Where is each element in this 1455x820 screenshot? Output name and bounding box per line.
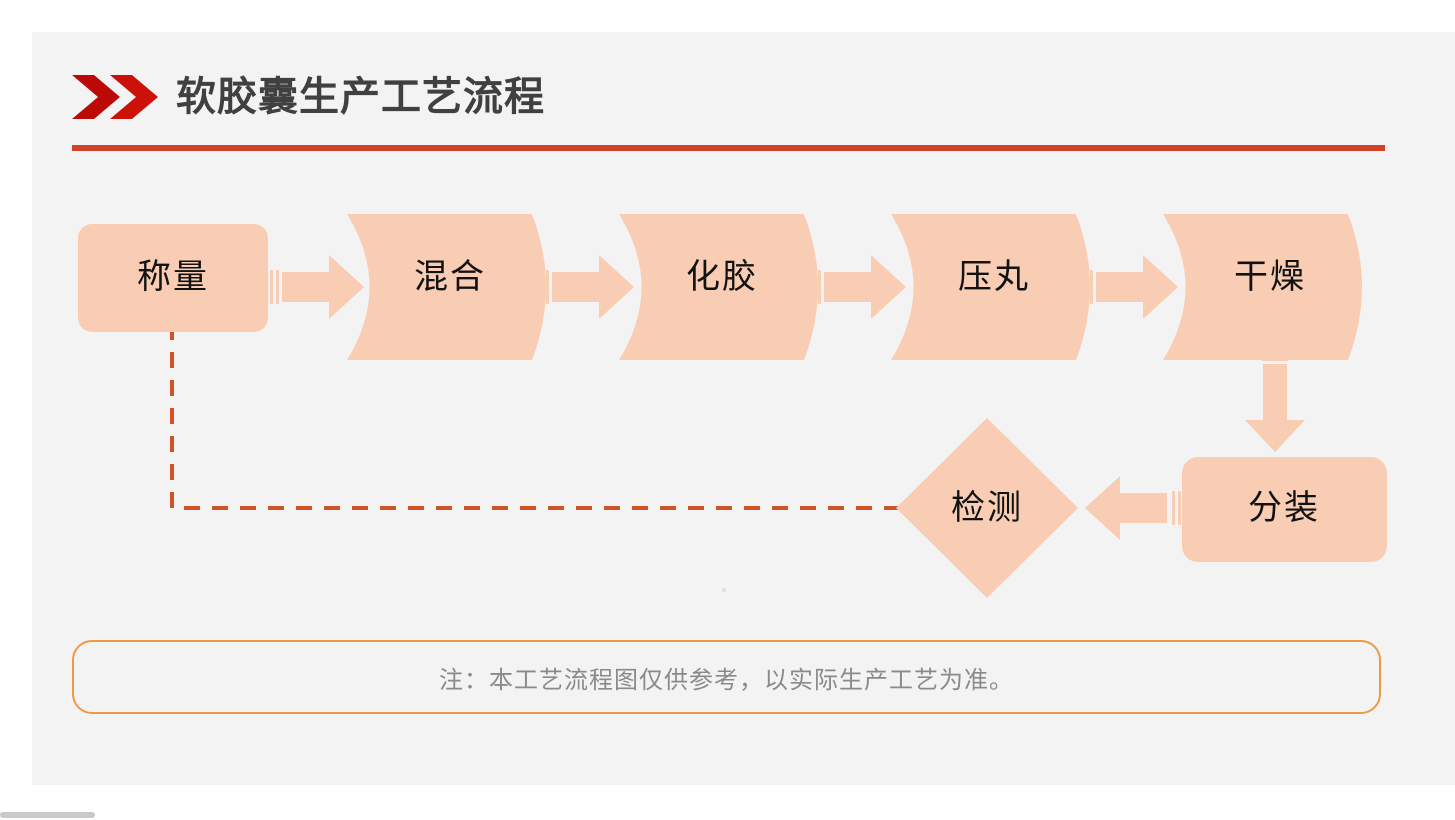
arrow-pressing-to-drying — [1084, 255, 1178, 319]
node-drying[interactable]: 干燥 — [1163, 214, 1362, 360]
node-pressing[interactable]: 压丸 — [891, 214, 1090, 360]
node-weighing-label: 称量 — [137, 258, 209, 296]
double-chevron-icon — [72, 75, 158, 119]
node-gelatin-label: 化胶 — [686, 258, 758, 296]
feedback-dashed-line — [170, 332, 900, 510]
note-text: 注：本工艺流程图仅供参考，以实际生产工艺为准。 — [439, 666, 1014, 694]
arrow-drying-to-packaging — [1245, 352, 1305, 452]
arrow-packaging-to-inspection — [1085, 476, 1181, 540]
decorative-dot — [722, 588, 726, 592]
arrow-mixing-to-gelatin — [540, 255, 634, 319]
node-packaging-label: 分装 — [1248, 489, 1320, 527]
note-box: 注：本工艺流程图仅供参考，以实际生产工艺为准。 — [72, 640, 1381, 714]
title-underline — [72, 145, 1385, 151]
arrow-gelatin-to-pressing — [812, 255, 906, 319]
node-pressing-label: 压丸 — [958, 258, 1030, 296]
node-drying-label: 干燥 — [1234, 258, 1306, 296]
node-mixing-label: 混合 — [414, 258, 486, 296]
node-inspection[interactable]: 检测 — [896, 418, 1078, 598]
node-packaging[interactable]: 分装 — [1182, 457, 1387, 562]
node-gelatin[interactable]: 化胶 — [619, 214, 818, 360]
process-flow-diagram: 称量 混合 化胶 — [78, 214, 1387, 598]
page-title: 软胶囊生产工艺流程 — [176, 75, 545, 119]
node-mixing[interactable]: 混合 — [347, 214, 546, 360]
title-block: 软胶囊生产工艺流程 — [72, 62, 545, 132]
horizontal-scrollbar-thumb[interactable] — [0, 812, 95, 818]
slide-panel: 软胶囊生产工艺流程 称量 混合 — [32, 32, 1455, 785]
node-inspection-label: 检测 — [951, 489, 1023, 527]
node-weighing[interactable]: 称量 — [78, 224, 268, 332]
arrow-weighing-to-mixing — [270, 255, 364, 319]
